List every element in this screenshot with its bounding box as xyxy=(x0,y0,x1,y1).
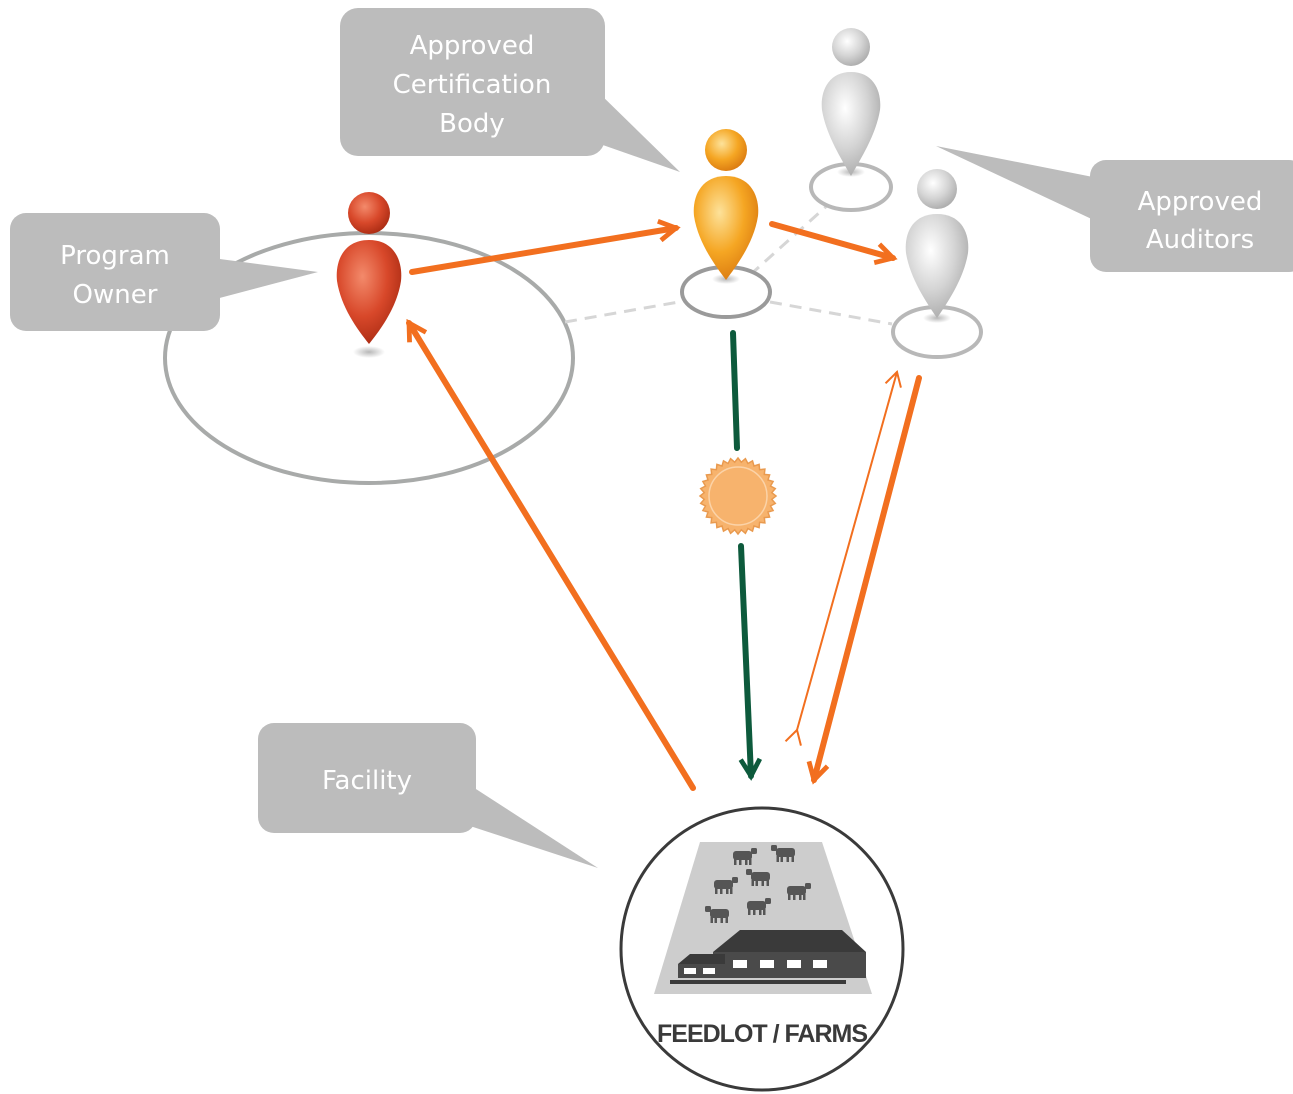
flow-arrows xyxy=(406,219,922,791)
cow-icon xyxy=(771,845,795,862)
arrow-owner-to-certifier xyxy=(409,219,681,275)
certification-body-figure xyxy=(680,129,772,319)
callout-facility: Facility xyxy=(258,723,598,868)
callout-auditors: Approved Auditors xyxy=(936,146,1293,272)
auditor-figure-back xyxy=(809,28,893,212)
seal-icon xyxy=(698,456,778,536)
person-icon xyxy=(348,192,390,234)
person-icon xyxy=(832,28,870,66)
callout-auditors-line-2: Auditors xyxy=(1146,225,1254,255)
arrow-seal-to-facility xyxy=(738,543,762,781)
callout-program-owner-line-2: Owner xyxy=(73,280,158,310)
person-icon xyxy=(917,169,957,209)
callout-certification-body: Approved Certification Body xyxy=(340,8,680,172)
auditor-figure-front xyxy=(891,169,983,359)
callout-facility-label: Facility xyxy=(322,766,412,796)
cow-icon xyxy=(747,898,771,915)
callout-program-owner-line-1: Program xyxy=(60,241,170,271)
callout-certification-body-line-3: Body xyxy=(439,109,505,139)
feedlot-farm-icon xyxy=(654,842,872,994)
facility-label: FEEDLOT / FARMS xyxy=(657,1020,867,1048)
certificate-flow xyxy=(730,330,762,781)
arrow-auditors-to-facility xyxy=(806,375,922,785)
cow-icon xyxy=(733,848,757,865)
callout-certification-body-line-1: Approved xyxy=(410,31,535,61)
cattle-group xyxy=(705,845,811,923)
cow-icon xyxy=(746,869,770,886)
arrow-certifier-to-auditors xyxy=(769,221,898,266)
program-owner-figure xyxy=(336,192,402,358)
arrow-certifier-to-seal xyxy=(730,330,740,451)
cow-icon xyxy=(714,877,738,894)
cow-icon xyxy=(787,883,811,900)
cow-icon xyxy=(705,906,729,923)
arrow-facility-to-auditors-thin xyxy=(784,370,902,746)
facility-node: FEEDLOT / FARMS xyxy=(619,806,905,1092)
person-icon xyxy=(705,129,747,171)
callout-program-owner: Program Owner xyxy=(10,213,318,331)
network-links xyxy=(564,201,893,326)
callout-certification-body-line-2: Certification xyxy=(393,70,552,100)
callout-auditors-line-1: Approved xyxy=(1138,187,1263,217)
arrow-facility-to-owner xyxy=(406,318,696,791)
